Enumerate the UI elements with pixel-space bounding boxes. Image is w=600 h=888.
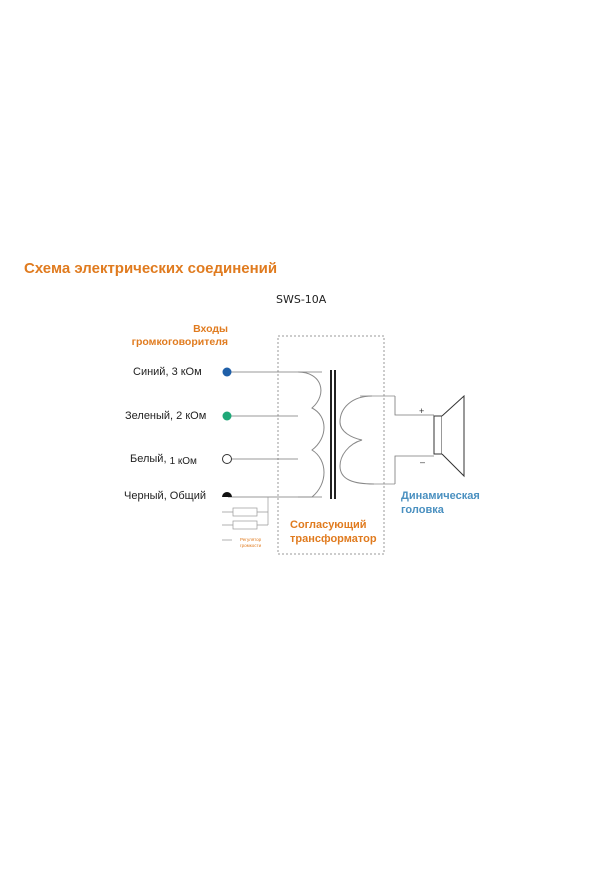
speaker-cone-icon bbox=[441, 394, 465, 478]
transformer-enclosure bbox=[277, 335, 385, 555]
terminal-black bbox=[222, 492, 232, 497]
terminal-green bbox=[222, 411, 232, 421]
transformer-label: Согласующий трансформатор bbox=[290, 519, 377, 545]
terminal-blue bbox=[222, 367, 232, 377]
wire-label-green: Зеленый, 2 кОм bbox=[125, 410, 207, 422]
inputs-heading: Входы громкоговорителя bbox=[131, 323, 228, 348]
primary-winding bbox=[297, 371, 325, 498]
secondary-winding bbox=[339, 395, 375, 485]
regulator-resistor-2 bbox=[232, 520, 258, 530]
speaker-label: Динамическая головка bbox=[401, 490, 480, 516]
speaker-lead-minus bbox=[394, 455, 434, 484]
regulator-label: Регулятор громкости bbox=[240, 537, 262, 548]
regulator-bus bbox=[222, 497, 269, 541]
polarity-minus: – bbox=[420, 457, 426, 467]
regulator-resistor-1 bbox=[232, 507, 258, 517]
polarity-plus: + bbox=[419, 406, 425, 416]
wire-label-white-value: 1 кОм bbox=[169, 456, 197, 467]
wire-label-white-name: Белый, bbox=[130, 453, 167, 465]
wire-label-white: Белый, 1 кОм bbox=[130, 453, 197, 467]
terminal-white bbox=[222, 454, 232, 464]
diagram-title: Схема электрических соединений bbox=[24, 260, 278, 277]
model-label: SWS-10A bbox=[276, 293, 327, 306]
speaker-magnet bbox=[433, 415, 443, 455]
speaker-lead-plus bbox=[394, 396, 434, 416]
wire-label-black: Черный, Общий bbox=[124, 490, 207, 502]
wire-label-blue: Синий, 3 кОм bbox=[133, 366, 202, 378]
